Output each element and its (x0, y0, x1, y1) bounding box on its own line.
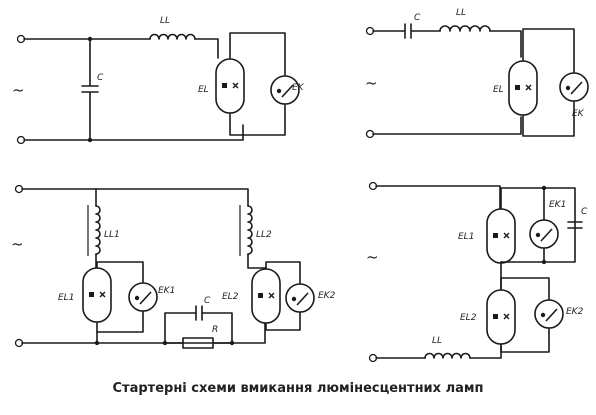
circuit-3: ~ LL1 EL1 EK1 LL2 EL2 EK2 C R (11, 184, 336, 349)
wire-top (21, 188, 249, 207)
wire-bottom (23, 124, 244, 141)
starter-EK1 (128, 282, 158, 312)
starter-EK (559, 72, 589, 102)
capacitor-label: C (97, 73, 104, 83)
wire (229, 32, 286, 136)
lamp1-label: EL1 (458, 232, 474, 242)
wire (96, 261, 144, 333)
lamp-EL (215, 58, 245, 114)
capacitor-C (567, 221, 583, 229)
wire (469, 344, 502, 359)
starter-label: EK (292, 83, 305, 93)
ac-symbol: ~ (11, 235, 24, 253)
wire (489, 30, 522, 58)
starter1-label: EK1 (158, 286, 175, 296)
wire-bottom (372, 116, 522, 135)
lamp-EL (508, 60, 538, 116)
capacitor-label: C (581, 207, 588, 217)
inductor-label: LL (432, 336, 442, 346)
inductor-label: LL (160, 16, 170, 26)
wire (247, 253, 267, 269)
circuit-4: ~ EL1 EK1 C EL2 EK2 LL (366, 181, 588, 363)
starter2-label: EK2 (318, 291, 336, 301)
lamp-EL2 (486, 289, 516, 345)
inductor-LL (149, 33, 196, 40)
capacitor-C (195, 305, 203, 321)
circuit-2: ~ C LL EL EK (365, 8, 589, 139)
capacitor-C (81, 38, 99, 141)
inductor-LL2 (247, 205, 253, 255)
capacitor-C (372, 23, 441, 39)
lamp1-label: EL1 (58, 293, 74, 303)
capacitor-label: C (414, 13, 421, 23)
ac-symbol: ~ (366, 248, 379, 266)
inductor-LL1 (95, 205, 101, 255)
wire (164, 312, 233, 344)
wire (194, 38, 219, 59)
inductor-LL (424, 352, 471, 359)
junction (94, 340, 100, 346)
figure-caption: Стартерні схеми вмикання люмінесцентних … (112, 381, 484, 396)
inductor-LL (439, 25, 491, 32)
wire (500, 187, 576, 263)
inductor2-label: LL2 (256, 230, 272, 240)
inductor1-label: LL1 (104, 230, 120, 240)
wire-bottom (21, 317, 266, 344)
junction (229, 340, 235, 346)
resistor-R (182, 337, 214, 349)
wire (522, 28, 575, 137)
starter-EK2 (534, 299, 564, 329)
starter-label: EK (572, 109, 585, 119)
starter2-label: EK2 (566, 307, 584, 317)
starter-EK1 (529, 219, 559, 249)
ac-symbol: ~ (365, 74, 378, 92)
starter-EK2 (285, 283, 315, 313)
wire (265, 261, 301, 331)
lamp2-label: EL2 (460, 313, 477, 323)
lamp-EL1 (82, 267, 112, 323)
wire-top (375, 185, 501, 209)
lamp-EL1 (486, 208, 516, 264)
capacitor-label: C (204, 296, 211, 306)
resistor-label: R (212, 325, 218, 335)
inductor-label: LL (456, 8, 466, 18)
lamp-EL2 (251, 268, 281, 324)
junction (162, 340, 168, 346)
lamp2-label: EL2 (222, 292, 239, 302)
starter1-label: EK1 (549, 200, 566, 210)
lamp-label: EL (198, 85, 209, 95)
ac-symbol: ~ (12, 81, 25, 99)
lamp-label: EL (493, 85, 504, 95)
circuit-1: ~ LL C EL EK (12, 16, 305, 145)
